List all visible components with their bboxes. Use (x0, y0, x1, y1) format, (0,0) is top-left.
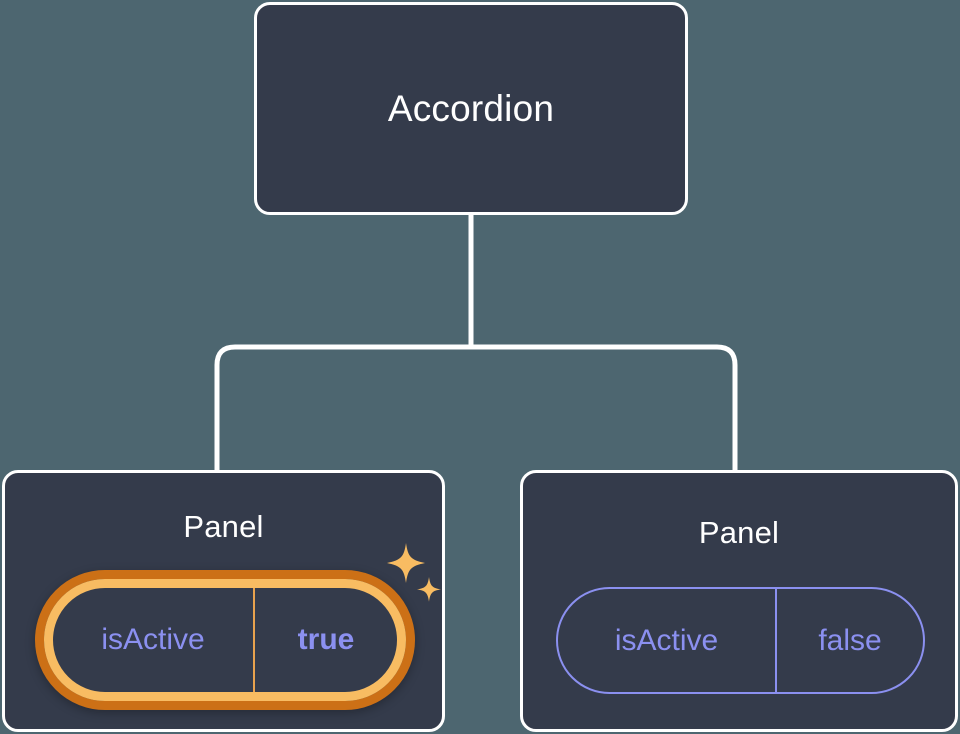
node-accordion-label: Accordion (387, 88, 555, 129)
prop-pill-active-wrapper[interactable]: isActive true (35, 570, 415, 710)
prop-pill-is-active-false[interactable]: isActive false (556, 587, 925, 694)
connector-branch-bus (214, 344, 738, 470)
sparkle-small-icon (417, 577, 441, 602)
sparkles-icon (384, 535, 444, 610)
prop-pill-is-active-true[interactable]: isActive true (44, 579, 406, 701)
node-accordion[interactable]: Accordion (254, 2, 688, 215)
highlight-ring-outer: isActive true (35, 570, 415, 710)
prop-value-false: false (775, 589, 923, 692)
prop-pill-inactive-wrapper[interactable]: isActive false (556, 587, 925, 694)
prop-key-is-active: isActive (101, 623, 205, 656)
sparkle-large-icon (387, 543, 425, 583)
node-panel-inactive-label: Panel (698, 515, 780, 550)
node-panel-active-label: Panel (183, 509, 264, 544)
prop-value-true: true (253, 588, 397, 692)
prop-key-is-active: isActive (614, 623, 719, 657)
